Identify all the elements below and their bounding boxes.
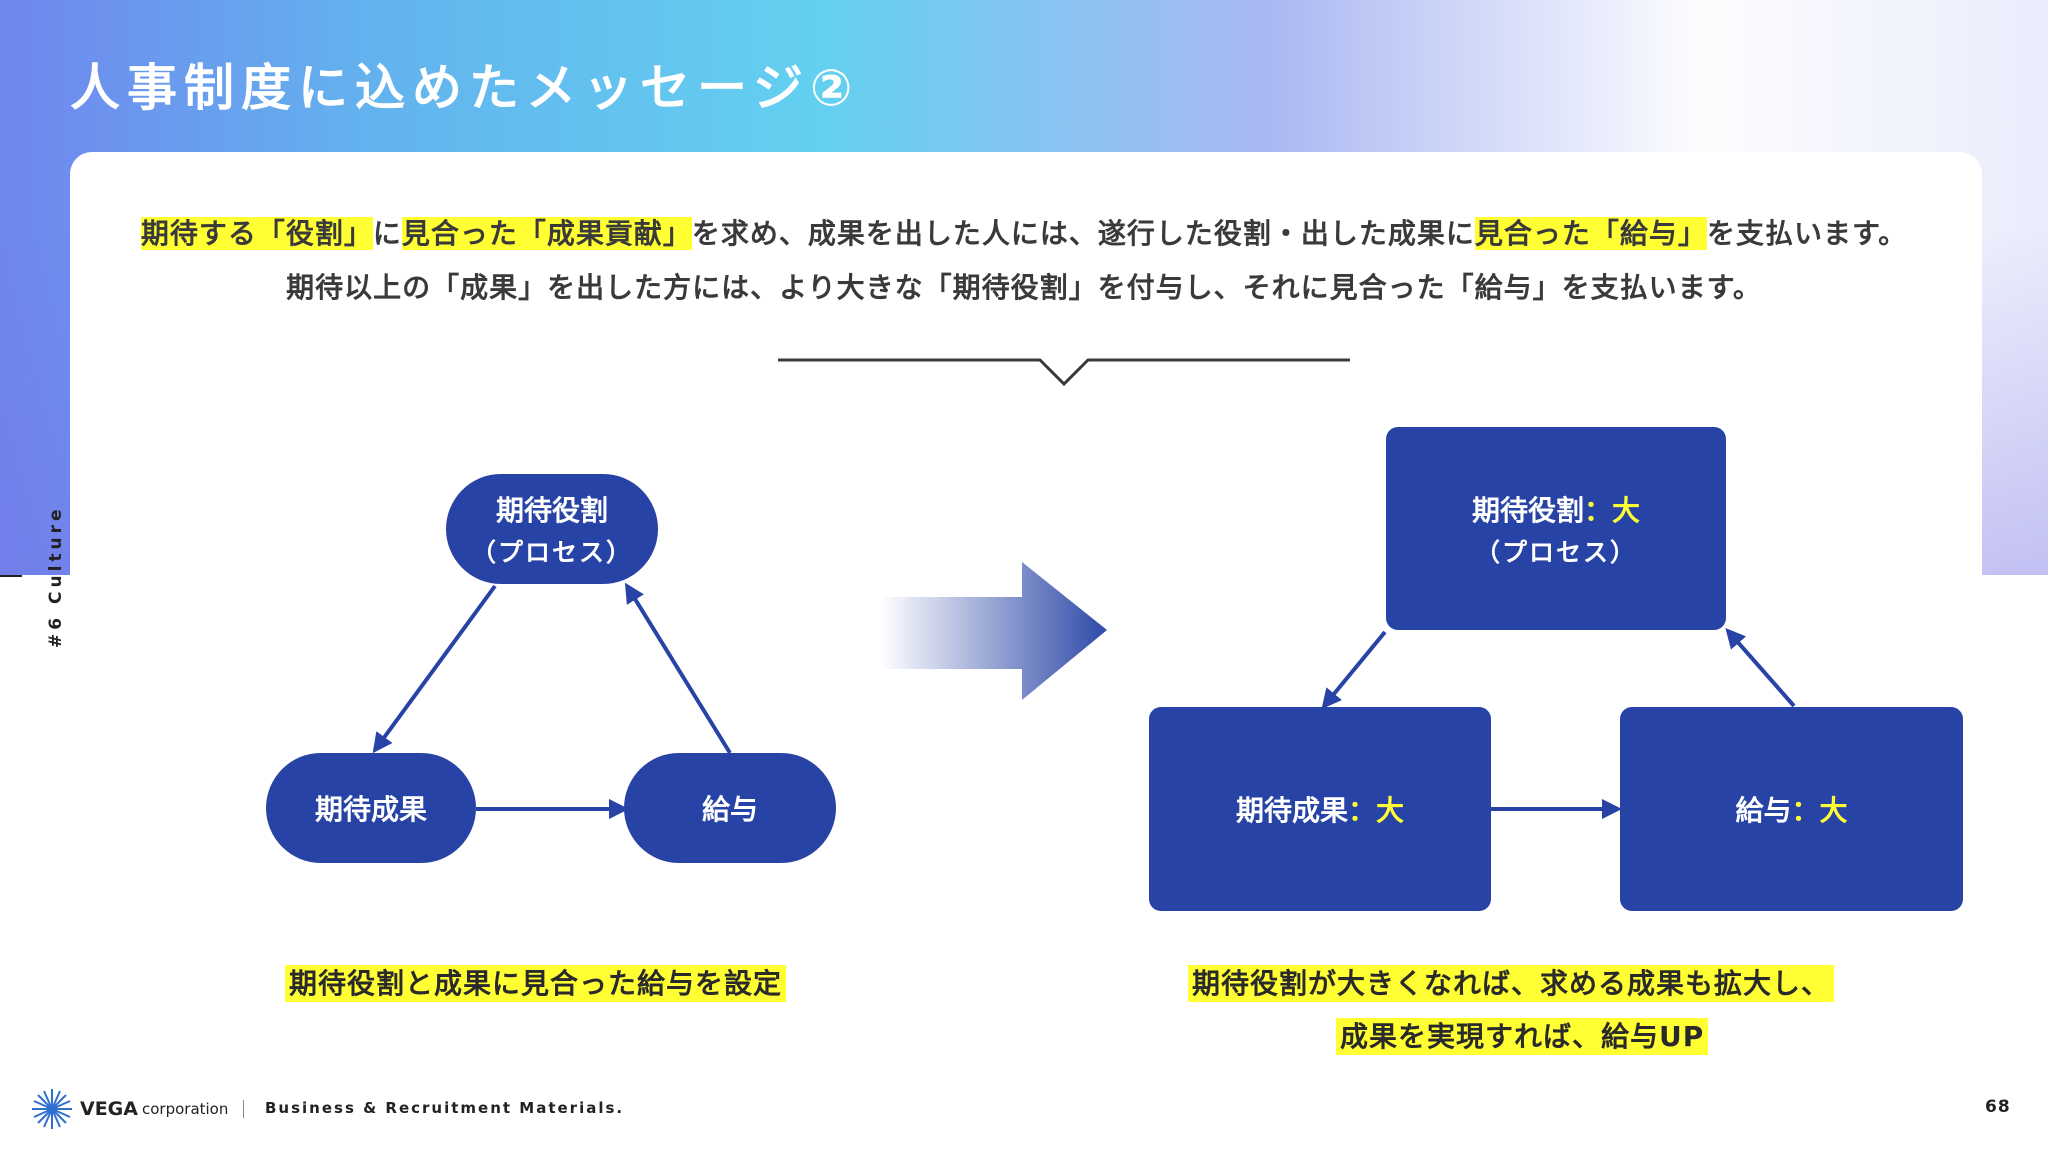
node-label: 期待役割：大	[1472, 489, 1640, 529]
intro-line-1: 期待する「役割」に見合った「成果貢献」を求め、成果を出した人には、遂行した役割・…	[0, 212, 2048, 252]
intro-seg: 見合った「給与」	[1474, 217, 1707, 250]
arrow-big-salary-to-role	[1725, 627, 1796, 708]
node-label: 期待成果	[314, 793, 427, 826]
node-label: 期待役割	[495, 494, 608, 527]
node-label-text: 給与	[1735, 794, 1792, 827]
left-caption: 期待役割と成果に見合った給与を設定	[285, 962, 787, 1002]
right-caption-line-1: 期待役割が大きくなれば、求める成果も拡大し、	[1188, 962, 1835, 1002]
intro-seg: を支払います。	[1706, 217, 1908, 250]
right-caption-text: 成果を実現すれば、給与UP	[1336, 1018, 1709, 1055]
node-label-suffix: ：大	[1584, 493, 1641, 527]
right-caption-line-2: 成果を実現すれば、給与UP	[1336, 1015, 1709, 1055]
node-sub: （プロセス）	[1474, 537, 1637, 567]
intro-line-2: 期待以上の「成果」を出した方には、より大きな「期待役割」を付与し、それに見合った…	[286, 271, 1762, 304]
node-label-text: 期待役割	[1471, 493, 1584, 527]
page-title: 人事制度に込めたメッセージ②	[70, 59, 860, 117]
logo-text: VEGA	[80, 1098, 138, 1120]
node-salary: 給与	[624, 753, 836, 863]
node-expected-role: 期待役割 （プロセス）	[446, 474, 658, 584]
company-logo: VEGA corporation	[30, 1087, 228, 1131]
arrow-salary-to-role	[624, 582, 732, 755]
node-big-salary: 給与：大	[1620, 707, 1963, 911]
intro-seg: 見合った「成果貢献」	[401, 217, 692, 250]
footer-divider	[243, 1100, 244, 1118]
arrow-right-icon	[880, 562, 1107, 700]
node-label-text: 期待成果	[1235, 794, 1348, 827]
node-label-suffix: ：大	[1348, 794, 1405, 827]
footer-materials: Business & Recruitment Materials.	[265, 1099, 625, 1117]
intro-seg: に	[372, 217, 402, 250]
node-label-suffix: ：大	[1791, 794, 1848, 827]
chevron-down-icon	[778, 358, 1350, 387]
intro-seg: を求め、成果を出した人には、遂行した役割・出した成果に	[691, 217, 1475, 250]
left-caption-text: 期待役割と成果に見合った給与を設定	[285, 965, 787, 1002]
node-big-expected-role: 期待役割：大 （プロセス）	[1386, 427, 1726, 630]
node-sub: （プロセス）	[470, 538, 633, 567]
intro-seg: 期待する「役割」	[140, 217, 373, 250]
logo-suffix: corporation	[141, 1100, 229, 1118]
arrow-big-role-to-result	[1321, 630, 1387, 710]
node-big-expected-result: 期待成果：大	[1149, 707, 1491, 911]
right-caption-text: 期待役割が大きくなれば、求める成果も拡大し、	[1188, 965, 1835, 1002]
node-label: 給与	[701, 793, 758, 826]
side-tick	[0, 575, 22, 577]
star-burst-icon	[32, 1089, 72, 1129]
node-expected-result: 期待成果	[266, 753, 476, 863]
page-number: 68	[1985, 1097, 2011, 1117]
node-label: 給与：大	[1735, 789, 1847, 829]
node-label: 期待成果：大	[1236, 789, 1404, 829]
arrow-role-to-result	[372, 584, 497, 754]
